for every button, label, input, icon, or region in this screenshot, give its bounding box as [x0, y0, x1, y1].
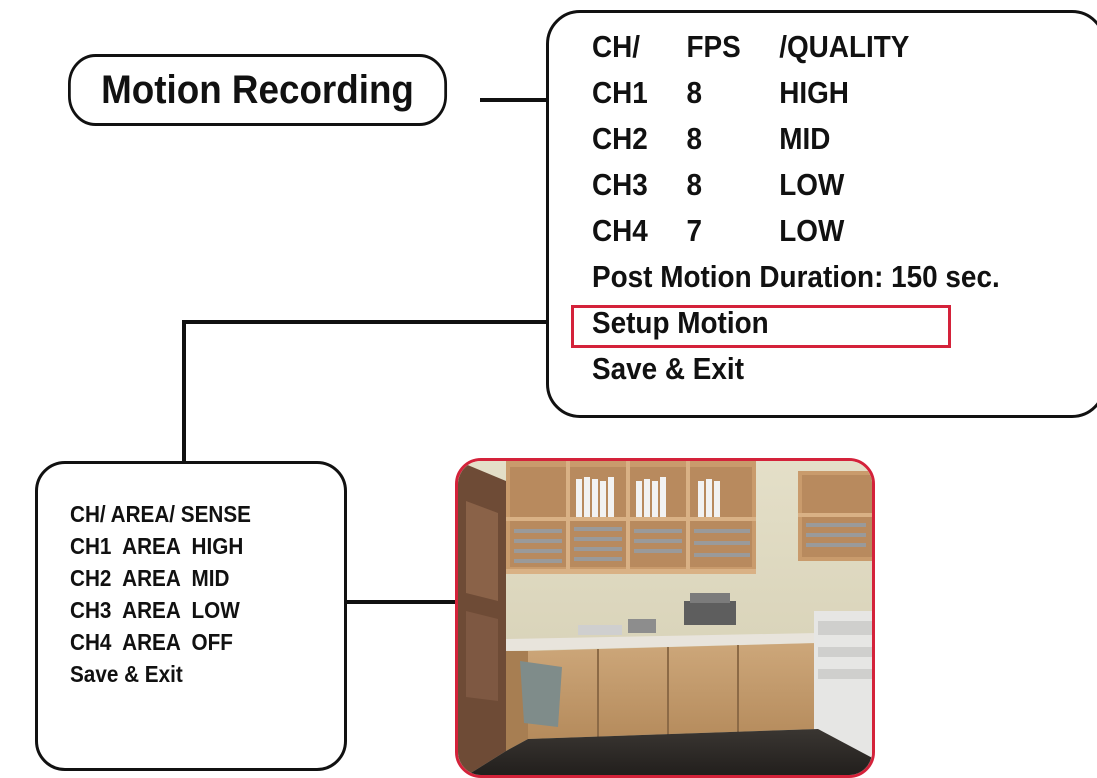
- office-room-image: [458, 461, 872, 775]
- motion-save-exit[interactable]: Save & Exit: [70, 661, 183, 687]
- channel-label: CH1: [592, 75, 648, 110]
- recording-menu: [546, 10, 1097, 418]
- channel-quality: LOW: [779, 213, 845, 248]
- motion-row-4[interactable]: CH4 AREA OFF: [70, 629, 233, 655]
- motion-header: CH/ AREA/ SENSE: [70, 501, 251, 527]
- connector-lines: [182, 98, 548, 604]
- channel-fps: 8: [686, 121, 703, 156]
- setup-motion-menu: [35, 461, 347, 771]
- channel-fps: 7: [686, 213, 703, 248]
- channel-label: CH4: [592, 213, 648, 248]
- title-text: Motion Recording: [101, 67, 414, 112]
- channel-quality: HIGH: [779, 75, 849, 110]
- channel-fps: 8: [686, 167, 703, 202]
- header-fps: FPS: [686, 29, 741, 64]
- channel-fps: 8: [686, 75, 703, 110]
- header-ch: CH/: [592, 29, 641, 64]
- channel-label: CH2: [592, 121, 648, 156]
- channel-quality: LOW: [779, 167, 845, 202]
- setup-connector: [182, 320, 548, 463]
- setup-motion-highlight: [571, 305, 951, 348]
- motion-row-3[interactable]: CH3 AREA LOW: [70, 597, 240, 623]
- header-quality: /QUALITY: [779, 29, 910, 64]
- setup-motion-content: CH/ AREA/ SENSE CH1 AREA HIGH CH2 AREA M…: [70, 498, 251, 690]
- motion-row-2[interactable]: CH2 AREA MID: [70, 565, 230, 591]
- motion-row-1[interactable]: CH1 AREA HIGH: [70, 533, 244, 559]
- camera-view-photo: [455, 458, 875, 778]
- channel-label: CH3: [592, 167, 648, 202]
- channel-quality: MID: [779, 121, 831, 156]
- motion-recording-title: Motion Recording: [68, 54, 448, 126]
